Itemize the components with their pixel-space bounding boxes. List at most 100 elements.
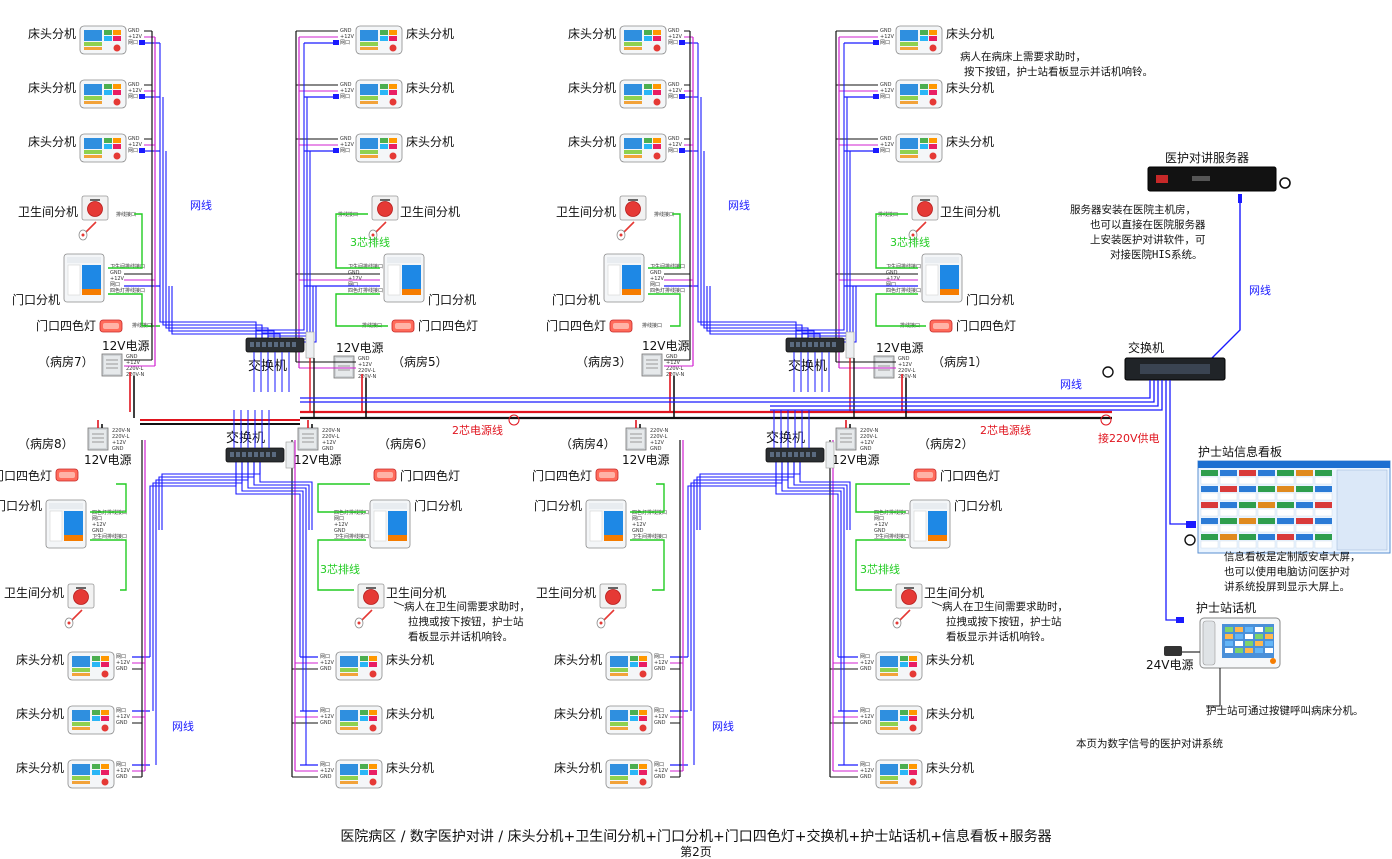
nurse-info-board: 护士站信息看板	[1184, 444, 1391, 554]
terminal-label: GND	[666, 354, 678, 360]
board-cell-body	[1200, 476, 1219, 485]
page-note: 本页为数字信号的医护对讲系统	[1076, 737, 1223, 750]
net-port	[679, 94, 685, 99]
terminal-label: GND	[650, 270, 662, 276]
wire	[255, 43, 305, 338]
board-cell	[1239, 486, 1256, 492]
svg-text:24V电源: 24V电源	[1146, 658, 1193, 672]
phone-key	[1265, 627, 1273, 632]
psu-label: 12V电源	[84, 453, 131, 467]
board-cell-body	[1238, 508, 1257, 517]
terminal-label: 220V-N	[126, 372, 144, 378]
psu-12v	[101, 353, 123, 377]
page-number: 第2页	[680, 845, 712, 859]
terminal-label: GND	[322, 446, 334, 452]
terminal-label: +12V	[320, 660, 335, 666]
bed-terminal	[335, 651, 383, 681]
terminal-label: 网口	[348, 282, 358, 288]
terminal-label: +12V	[860, 714, 875, 720]
terminal-label: 220V-L	[898, 368, 915, 374]
four-colour-lamp	[391, 319, 415, 333]
terminal-label: 网口	[340, 148, 350, 154]
board-cell	[1201, 486, 1218, 492]
four-colour-lamp	[373, 468, 397, 482]
phone-key	[1255, 627, 1263, 632]
phone-key	[1225, 627, 1233, 632]
terminal-label: +12V	[340, 88, 355, 94]
ward-r6-cluster: 12V电源220V-N220V-L+12VGND（病房6）门口四色灯门口分机四色…	[235, 420, 462, 789]
board-note: 信息看板是定制版安卓大屏， 也可以使用电脑访问医护对 讲系统投屏到显示大屏上。	[1224, 550, 1361, 593]
terminal-label: GND	[668, 82, 680, 88]
board-cell	[1220, 502, 1237, 508]
bed-label: 床头分机	[28, 27, 76, 41]
board-cell-body	[1219, 492, 1238, 501]
door-label: 门口分机	[552, 292, 600, 307]
terminal-label: 网口	[128, 40, 138, 46]
board-cell	[1201, 470, 1218, 476]
intercom-server: 医护对讲服务器	[1147, 150, 1291, 192]
note-line: 拉拽或按下按钮，护士站	[408, 615, 524, 628]
board-cell-body	[1314, 540, 1333, 549]
terminal-label: GND	[654, 666, 666, 672]
board-cell-body	[1219, 524, 1238, 533]
toilet-call-button	[67, 583, 95, 609]
terminal-label: 220V-L	[860, 434, 877, 440]
note-line: 拉拽或按下按钮，护士站	[946, 615, 1062, 628]
room-label: （病房7）	[38, 354, 94, 369]
terminal-label: 网口	[886, 282, 896, 288]
terminal-label: 网口	[110, 282, 120, 288]
wire	[648, 293, 681, 327]
wire	[267, 151, 311, 338]
terminal-label: GND	[340, 82, 352, 88]
terminal-label: 220V-L	[126, 366, 143, 372]
terminal-label: GND	[348, 270, 360, 276]
bed-terminal	[605, 705, 653, 735]
upper-power-bus	[140, 410, 1112, 426]
phone-key	[1245, 634, 1253, 639]
wire	[855, 483, 910, 513]
terminal-label: 网口	[860, 654, 870, 660]
lamp-label: 门口四色灯	[36, 318, 96, 333]
ac-220v-label: 接220V供电	[1098, 431, 1160, 445]
terminal-label: 卫生间排线接口	[886, 263, 921, 270]
cable3-label: 3芯排线	[320, 562, 360, 576]
door-label: 门口分机	[428, 292, 476, 307]
terminal-label: 220V-N	[358, 374, 376, 380]
wire	[259, 462, 313, 530]
terminal-label: 网口	[880, 40, 890, 46]
net-port	[333, 40, 339, 45]
power-cable-label: 2芯电源线	[452, 423, 503, 437]
lamp-label: 门口四色灯	[546, 318, 606, 333]
bed-terminal	[79, 133, 127, 163]
bed-terminal	[619, 25, 667, 55]
terminal-label: +12V	[880, 34, 895, 40]
board-cell	[1220, 470, 1237, 476]
board-cell	[1258, 534, 1275, 540]
bed-label: 床头分机	[406, 27, 454, 41]
terminal-label: 排线接口	[116, 211, 136, 218]
board-sidebar	[1336, 469, 1388, 551]
wire	[787, 462, 845, 765]
terminal-label: +12V	[654, 768, 669, 774]
terminal-label: +12V	[112, 440, 127, 446]
server-label: 医护对讲服务器	[1165, 150, 1249, 165]
pull-cord	[78, 221, 97, 241]
pull-cord	[64, 609, 83, 629]
terminal-label: GND	[110, 270, 122, 276]
lamp-label: 门口四色灯	[400, 468, 460, 483]
terminal-label: 卫生间排线接口	[348, 263, 383, 270]
phone-key	[1265, 634, 1273, 639]
terminal-label: 220V-N	[650, 428, 668, 434]
board-cell	[1315, 486, 1332, 492]
terminal-label: GND	[126, 354, 138, 360]
terminal-label: 220V-L	[666, 366, 683, 372]
net-port	[139, 94, 145, 99]
board-cell	[1201, 534, 1218, 540]
terminal-label: +12V	[860, 660, 875, 666]
wire	[108, 213, 143, 269]
terminal-label: GND	[632, 528, 644, 534]
bed-label: 床头分机	[554, 761, 602, 775]
wire	[807, 151, 851, 338]
cable3-label: 3芯排线	[890, 235, 930, 249]
